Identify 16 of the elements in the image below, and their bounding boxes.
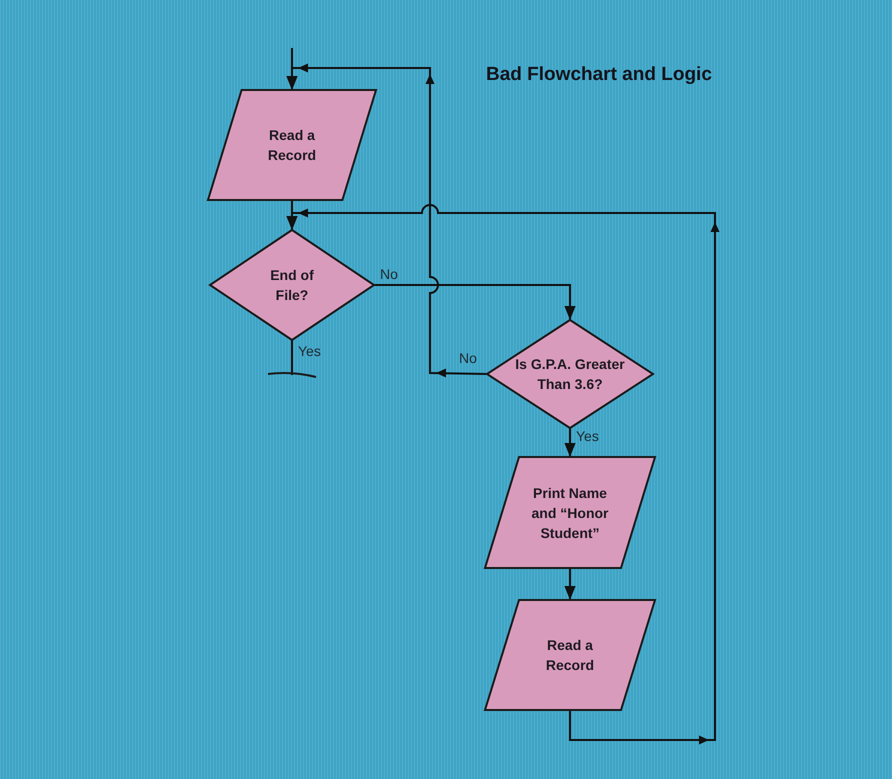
input-output-box xyxy=(485,600,655,710)
node-label: Read a Record xyxy=(544,636,596,675)
end-mark xyxy=(268,370,316,380)
decision-diamond xyxy=(210,230,374,340)
edge-label: No xyxy=(459,350,477,366)
input-output-box xyxy=(208,90,376,200)
edge-label: Yes xyxy=(298,343,321,359)
node-label: Print Name and “Honor Student” xyxy=(530,484,610,542)
decision-diamond xyxy=(487,320,653,428)
edge-label: Yes xyxy=(576,428,599,444)
node-label: End of File? xyxy=(270,266,314,305)
edge-label: No xyxy=(380,266,398,282)
node-label: Is G.P.A. Greater Than 3.6? xyxy=(514,355,626,394)
node-label: Read a Record xyxy=(266,126,318,165)
input-output-box xyxy=(485,457,655,568)
diagram-title: Bad Flowchart and Logic xyxy=(486,64,712,86)
